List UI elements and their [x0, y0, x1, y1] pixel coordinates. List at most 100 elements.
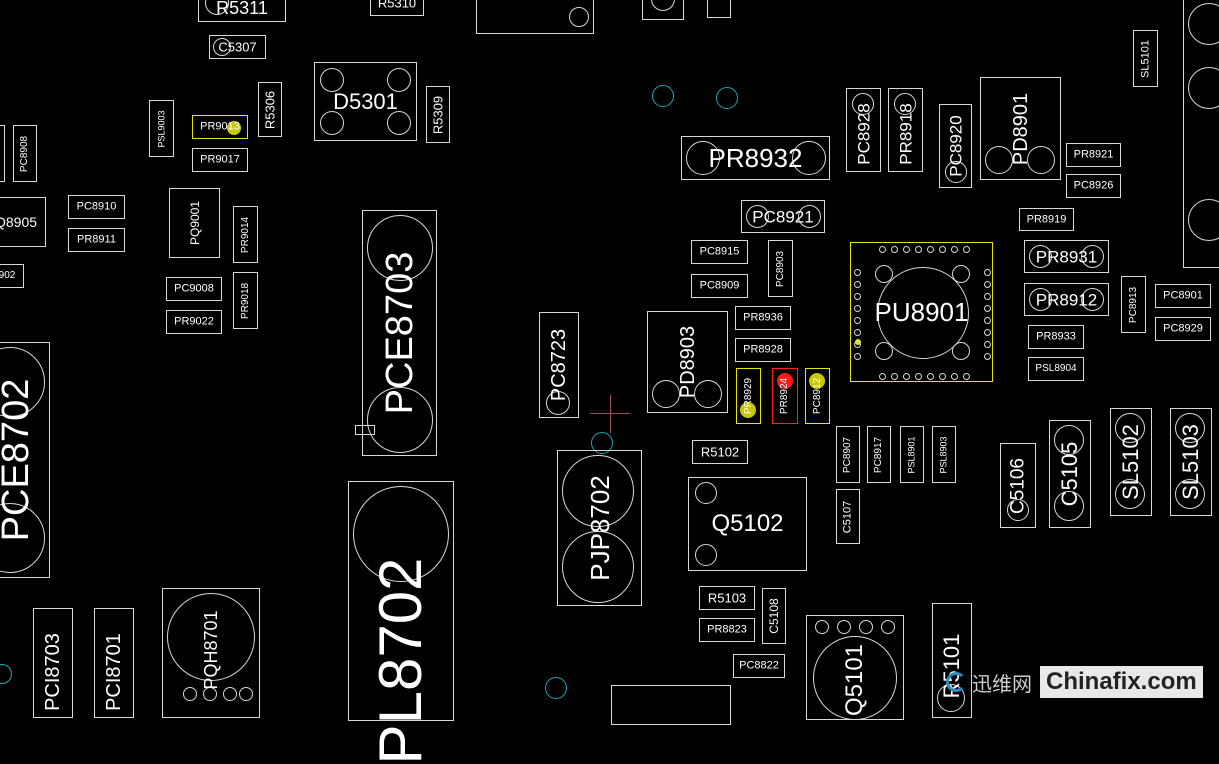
- component-label: PC8928: [854, 103, 873, 165]
- component-top-small2[interactable]: [707, 0, 731, 18]
- component-pr8929[interactable]: PR8929: [736, 368, 761, 424]
- component-pr8924[interactable]: PR8924: [772, 368, 798, 424]
- pin: [854, 329, 861, 336]
- component-pr8931[interactable]: PR8931: [1024, 240, 1109, 273]
- component-pr8911[interactable]: PR8911: [68, 228, 125, 252]
- component-pc8822[interactable]: PC8822: [733, 654, 785, 678]
- component-pr9022[interactable]: PR9022: [166, 310, 222, 334]
- component-pr8918[interactable]: PR8918: [888, 88, 923, 172]
- component-pc8917[interactable]: PC8917: [867, 426, 891, 483]
- pin: [984, 341, 991, 348]
- component-psl8901[interactable]: PSL8901: [900, 426, 924, 483]
- component-bottom-block[interactable]: [611, 685, 731, 725]
- component-psl8903[interactable]: PSL8903: [932, 426, 956, 483]
- component-c5105[interactable]: C5105: [1049, 420, 1091, 528]
- component-p902[interactable]: 902: [0, 264, 24, 288]
- component-pc8920[interactable]: PC8920: [939, 104, 972, 188]
- component-pr8933[interactable]: PR8933: [1028, 325, 1084, 349]
- component-r5103[interactable]: R5103: [699, 586, 755, 610]
- component-pc8912[interactable]: PC8912: [805, 368, 830, 424]
- component-label: R5102: [700, 444, 740, 460]
- component-q8905[interactable]: Q8905: [0, 197, 46, 247]
- component-pqh8701[interactable]: PQH8701: [162, 588, 260, 718]
- component-pr8912[interactable]: PR8912: [1024, 283, 1109, 316]
- component-q5101[interactable]: Q5101: [806, 615, 904, 720]
- component-pc8908[interactable]: PC8908: [13, 125, 37, 182]
- component-c5108[interactable]: C5108: [762, 588, 786, 644]
- pad: [815, 620, 829, 634]
- component-r5311[interactable]: R5311: [198, 0, 286, 22]
- pad: [695, 544, 717, 566]
- component-pq9001[interactable]: PQ9001: [169, 188, 220, 258]
- pad: [945, 161, 967, 183]
- component-pl8702[interactable]: PL8702: [348, 481, 454, 764]
- component-left-edge[interactable]: [0, 125, 5, 182]
- component-r5102[interactable]: R5102: [692, 440, 748, 464]
- component-c5106[interactable]: C5106: [1000, 443, 1036, 528]
- component-pc8909[interactable]: PC8909: [691, 274, 748, 298]
- component-label: 902: [0, 270, 16, 281]
- component-pc8901[interactable]: PC8901: [1155, 284, 1211, 308]
- component-psl8904[interactable]: PSL8904: [1028, 357, 1084, 381]
- component-top-small[interactable]: [642, 0, 684, 20]
- pin: [915, 246, 922, 253]
- component-pr8932[interactable]: PR8932: [681, 136, 830, 180]
- component-pc8913[interactable]: PC8913: [1121, 276, 1146, 333]
- pin: [915, 373, 922, 380]
- pad: [837, 620, 851, 634]
- pad: [320, 68, 344, 92]
- component-top-block[interactable]: [476, 0, 594, 34]
- component-pc8929[interactable]: PC8929: [1155, 317, 1211, 341]
- component-label: PR8932: [708, 143, 803, 173]
- component-pr8928[interactable]: PR8928: [735, 338, 791, 362]
- component-pce8703[interactable]: PCE8703: [362, 210, 437, 456]
- component-r5310[interactable]: R5310: [370, 0, 424, 16]
- component-right-edge[interactable]: [1183, 0, 1219, 268]
- component-label: PR8823: [707, 623, 747, 636]
- component-psl9003[interactable]: PSL9003: [149, 100, 174, 157]
- component-pu8901[interactable]: PU8901: [850, 242, 993, 382]
- component-sl5101[interactable]: SL5101: [1133, 30, 1158, 87]
- component-pc9008[interactable]: PC9008: [166, 277, 222, 301]
- component-r5101[interactable]: R5101: [932, 603, 972, 718]
- pad: [652, 380, 680, 408]
- component-pr8921[interactable]: PR8921: [1066, 143, 1121, 167]
- component-d5301[interactable]: D5301: [314, 62, 417, 141]
- component-label: PR9014: [239, 216, 251, 253]
- component-sl5103[interactable]: SL5103: [1170, 408, 1212, 516]
- component-pc8915[interactable]: PC8915: [691, 240, 748, 264]
- component-pjp8702[interactable]: PJP8702: [557, 450, 642, 606]
- component-pr9018[interactable]: PR9018: [233, 272, 258, 329]
- component-r5306[interactable]: R5306: [258, 82, 282, 137]
- component-label: PC8903: [774, 250, 786, 287]
- component-pd8901[interactable]: PD8901: [980, 77, 1061, 180]
- component-pc8921-large[interactable]: PC8921: [741, 200, 825, 233]
- component-pc8910[interactable]: PC8910: [68, 195, 125, 219]
- component-pr8919[interactable]: PR8919: [1019, 208, 1074, 231]
- component-sl5102[interactable]: SL5102: [1110, 408, 1152, 516]
- component-pci8701[interactable]: PCI8701: [94, 608, 134, 718]
- component-pc8723[interactable]: PC8723: [539, 312, 579, 418]
- component-pd8903[interactable]: PD8903: [647, 311, 728, 413]
- component-c5107[interactable]: C5107: [836, 489, 860, 544]
- pin: [951, 246, 958, 253]
- component-pr9014[interactable]: PR9014: [233, 206, 258, 263]
- component-pci8703[interactable]: PCI8703: [33, 608, 73, 718]
- component-pce8702[interactable]: PCE8702: [0, 342, 50, 578]
- component-label: Q8905: [0, 214, 38, 230]
- component-q5102[interactable]: Q5102: [688, 477, 807, 571]
- component-pr9017[interactable]: PR9017: [192, 148, 248, 172]
- component-tiny-pads[interactable]: [355, 425, 375, 435]
- component-r5309[interactable]: R5309: [426, 86, 450, 143]
- component-label: C5105: [1057, 441, 1082, 507]
- component-pc8903[interactable]: PC8903: [768, 240, 793, 297]
- component-pc8926[interactable]: PC8926: [1066, 174, 1121, 198]
- pin: [984, 293, 991, 300]
- component-pc8907[interactable]: PC8907: [836, 426, 860, 483]
- component-label: PR9013: [200, 120, 240, 133]
- component-pr8936[interactable]: PR8936: [735, 306, 791, 330]
- component-pr8823[interactable]: PR8823: [699, 618, 755, 642]
- component-c5307[interactable]: C5307: [209, 35, 266, 59]
- component-pc8928[interactable]: PC8928: [846, 88, 881, 172]
- component-pr9013[interactable]: PR9013: [192, 115, 248, 139]
